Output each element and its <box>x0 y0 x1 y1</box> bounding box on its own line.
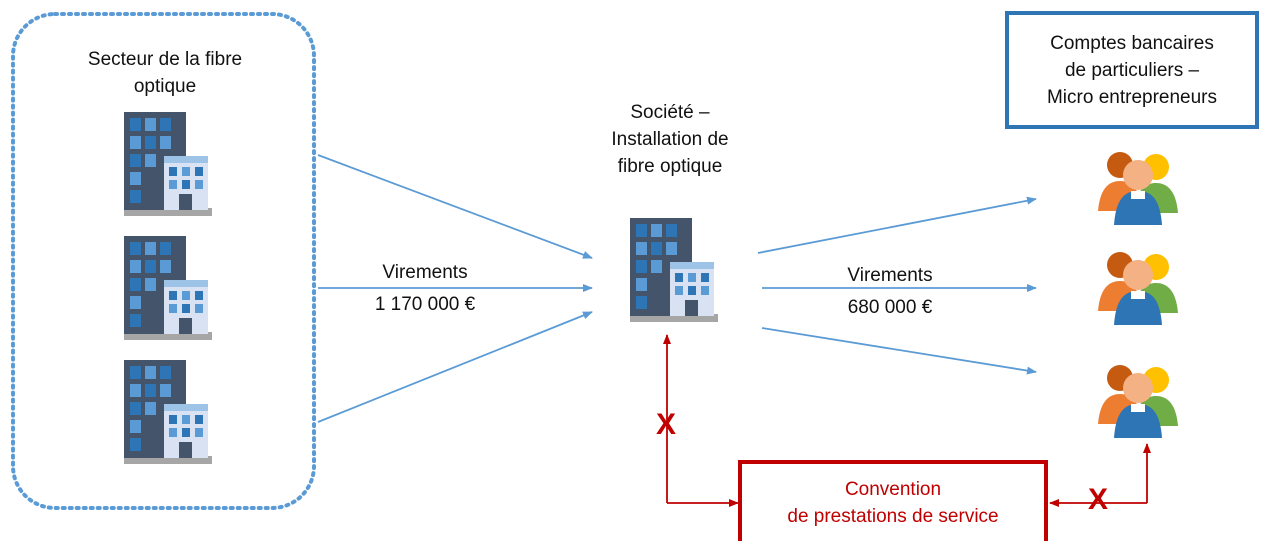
company-label: Société – Installation de fibre optique <box>611 102 729 177</box>
people-group-icon <box>1098 365 1178 438</box>
transfer-in-amount: 1 170 000 € <box>374 294 476 315</box>
blocked-mark: X <box>1088 483 1109 516</box>
accounts-label: Comptes bancaires de particuliers – Micr… <box>1046 33 1218 108</box>
building-icon <box>630 218 718 322</box>
sector-container <box>11 12 316 510</box>
convention-box <box>738 460 1048 541</box>
building-icon <box>124 112 212 216</box>
convention-label: Convention de prestations de service <box>787 479 999 527</box>
transfer-out-arrow <box>761 327 1037 375</box>
transfer-out-amount: 680 000 € <box>847 297 933 318</box>
people-group-icon <box>1098 152 1178 225</box>
people-group-icon <box>1098 252 1178 325</box>
transfer-in-label: Virements <box>382 262 468 283</box>
building-icon <box>124 360 212 464</box>
sector-label: Secteur de la fibre optique <box>87 49 243 97</box>
transfer-in-arrow <box>317 154 593 259</box>
accounts-box <box>1005 11 1259 129</box>
transfer-out-label: Virements <box>847 265 933 286</box>
building-icon <box>124 236 212 340</box>
blocked-mark: X <box>656 408 677 441</box>
transfer-out-arrow <box>757 196 1037 254</box>
transfer-in-arrow <box>317 311 593 423</box>
